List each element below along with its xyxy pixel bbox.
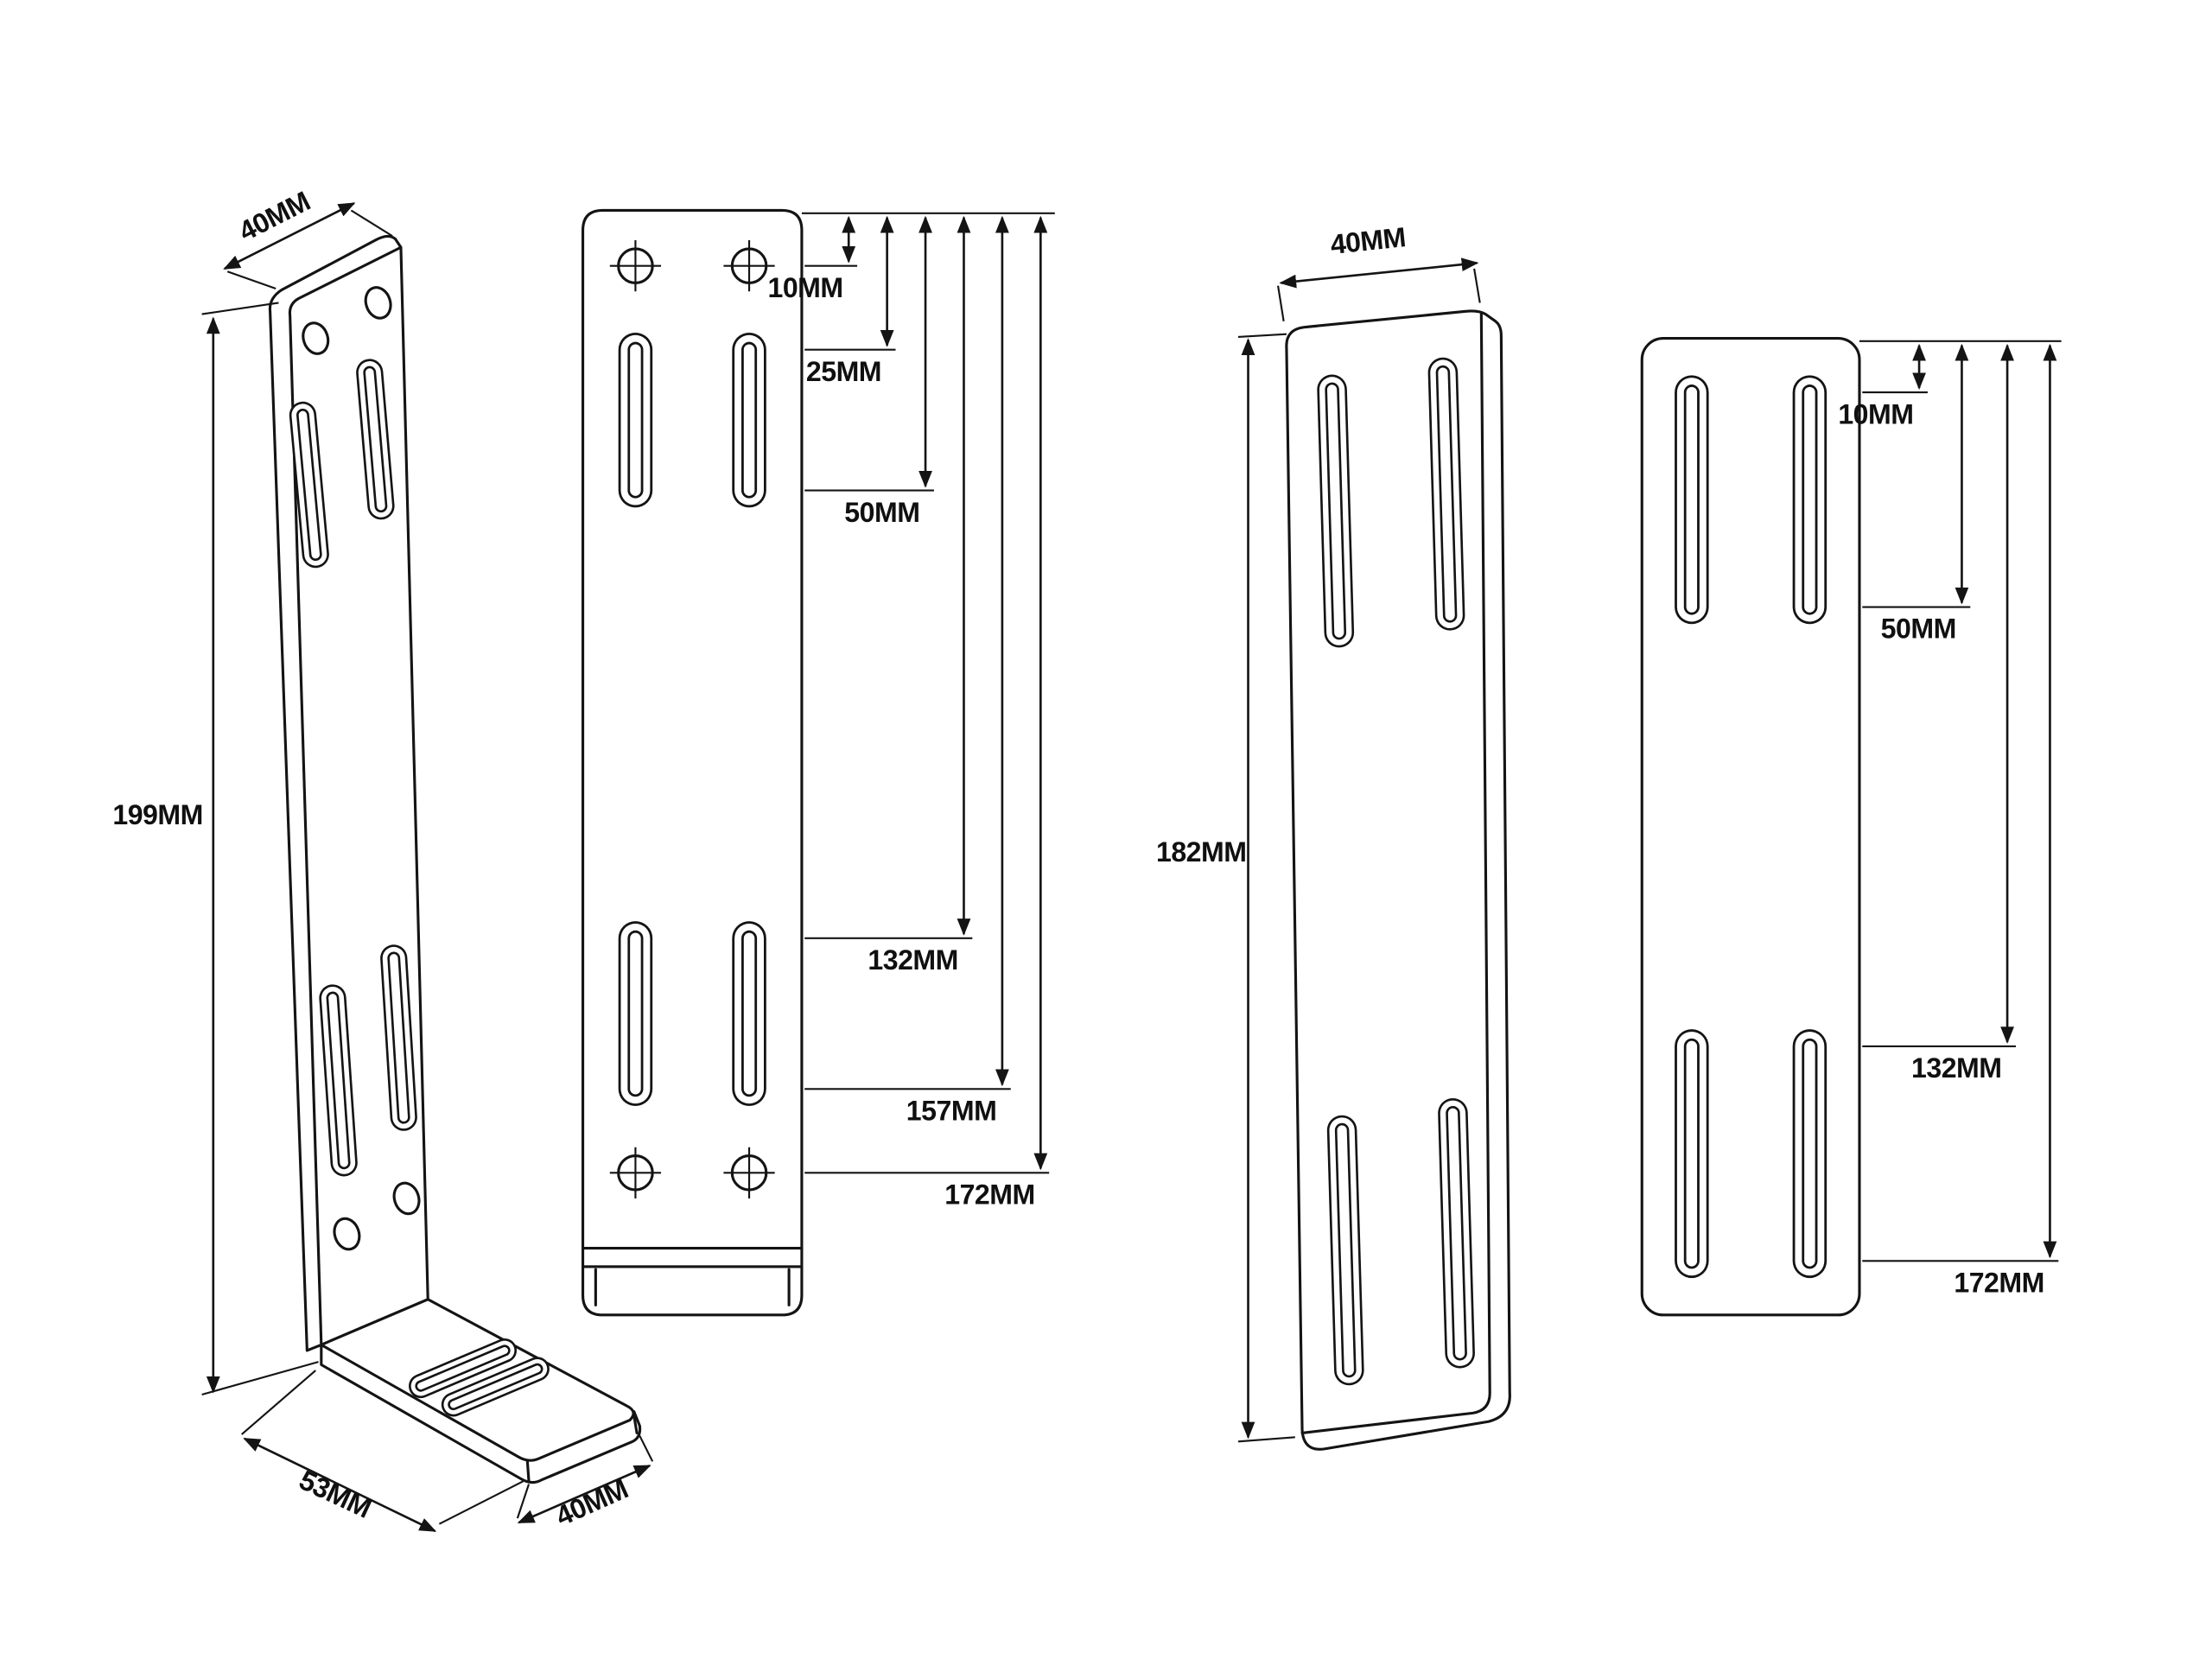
flat-iso-inner-edge [1300, 313, 1491, 1434]
dim-label-flat-iso-height: 182MM [1156, 836, 1247, 868]
flat-bracket-front-view: 10MM 50MM 132MM 172MM [1640, 337, 2062, 1317]
dim-label-l-front-50mm: 50MM [844, 497, 919, 528]
dim-label-l-front-157mm: 157MM [906, 1095, 997, 1126]
dim-label-l-iso-height: 199MM [112, 799, 202, 830]
dim-label-flat-front-132mm: 132MM [1911, 1052, 2002, 1084]
dim-arrow-top-width [223, 202, 356, 270]
dim-arrow-flat-top-width [1279, 257, 1479, 289]
l-bracket-plate-inner-edge [288, 245, 403, 1346]
flat-front-outline [1640, 337, 1861, 1317]
base-corner-edge [632, 1414, 639, 1434]
dim-label-flat-front-50mm: 50MM [1881, 613, 1956, 645]
dim-label-l-front-132mm: 132MM [868, 944, 958, 976]
base-corner-edge [525, 1459, 531, 1483]
dim-label-l-iso-base-depth: 53MM [295, 1464, 376, 1523]
dim-label-l-front-25mm: 25MM [806, 356, 881, 387]
l-bracket-front-view: 10MM 25MM 50MM 132MM 157MM 172MM [581, 208, 1055, 1317]
dim-label-flat-iso-top-width: 40MM [1329, 221, 1407, 260]
l-front-outline [581, 208, 804, 1317]
flat-front-dimensions: 10MM 50MM 132MM 172MM [1838, 340, 2062, 1299]
flat-iso-dimensions: 40MM 182MM [1156, 221, 1481, 1443]
plate-slots [289, 359, 417, 1177]
dim-label-l-front-172mm: 172MM [944, 1179, 1035, 1211]
plate-holes [302, 286, 421, 1251]
dim-label-flat-front-10mm: 10MM [1838, 398, 1913, 429]
dim-arrow-base-depth [243, 1437, 437, 1533]
dim-label-l-front-10mm: 10MM [767, 272, 842, 303]
front-slots [618, 332, 766, 1106]
flat-bracket-iso-view: 40MM 182MM [1156, 221, 1511, 1451]
flat-iso-slots [1317, 357, 1475, 1386]
dim-label-l-iso-base-width: 40MM [551, 1473, 632, 1532]
dim-arrow-base-width [517, 1465, 652, 1524]
l-bracket-iso-view: 40MM 199MM 53MM 40MM [112, 185, 654, 1533]
l-bracket-base-top-face [320, 1298, 635, 1462]
dim-label-flat-front-172mm: 172MM [1954, 1268, 2044, 1299]
base-slots [409, 1338, 550, 1417]
flat-front-slots [1675, 375, 1827, 1279]
dim-label-l-iso-top-width: 40MM [233, 185, 315, 247]
front-holes [609, 240, 775, 1198]
l-front-dimensions: 10MM 25MM 50MM 132MM 157MM 172MM [767, 212, 1055, 1211]
